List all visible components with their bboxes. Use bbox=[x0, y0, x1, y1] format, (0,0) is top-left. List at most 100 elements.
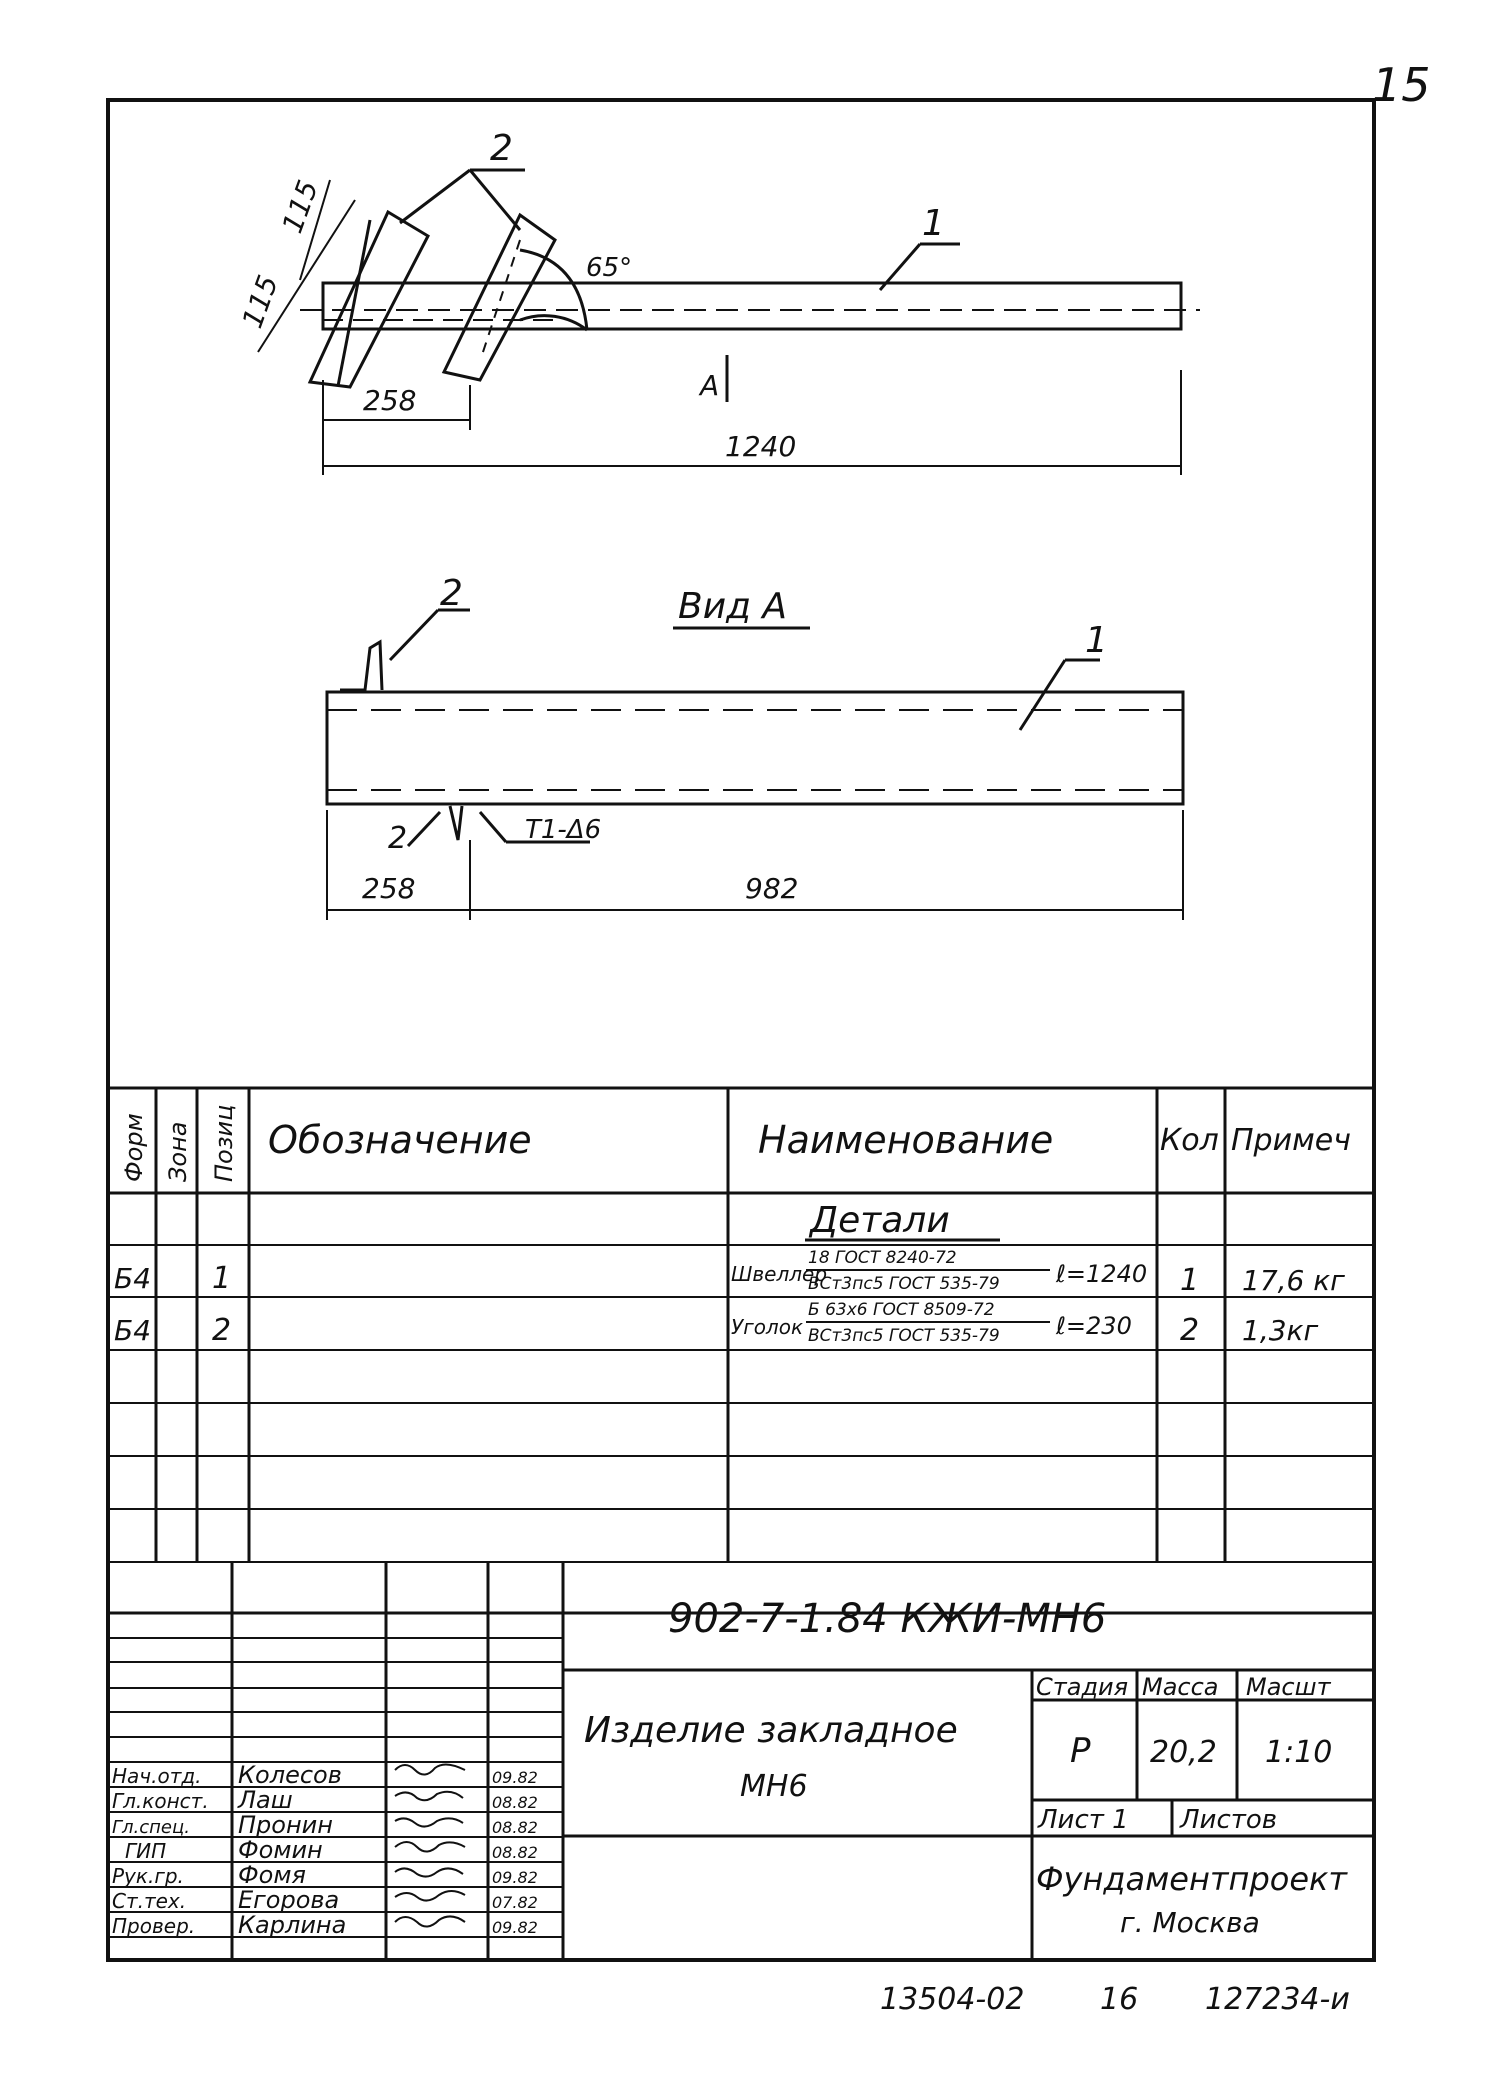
callout-2-view-top: 2 bbox=[440, 573, 463, 614]
view-a-labels: Вид А 2 1 2 Т1-Δ6 258 982 bbox=[362, 573, 1108, 905]
sheets-label: Листов bbox=[1179, 1805, 1277, 1835]
top-view-labels: 2 1 115 115 65° А 258 1240 bbox=[236, 128, 945, 463]
row2-format: Б4 bbox=[114, 1314, 151, 1347]
product-name-2: МН6 bbox=[740, 1769, 808, 1804]
header-qty: Кол bbox=[1160, 1123, 1219, 1158]
row1-qty: 1 bbox=[1180, 1263, 1199, 1298]
row1-note: 17,6 кг bbox=[1242, 1264, 1345, 1297]
callout-1-view: 1 bbox=[1085, 620, 1108, 661]
view-a-channel bbox=[325, 690, 1185, 806]
leader-2-view-top bbox=[388, 608, 440, 662]
drawing-code: 902-7-1.84 КЖИ-МН6 bbox=[668, 1596, 1106, 1642]
person-role-3: Гл.спец. bbox=[112, 1817, 190, 1838]
dim-115-ext bbox=[299, 179, 331, 281]
callout-2-view-bottom: 2 bbox=[388, 821, 407, 856]
leader-2a bbox=[399, 168, 471, 225]
weld-mark: Т1-Δ6 bbox=[525, 815, 601, 845]
person-date-6: 07.82 bbox=[492, 1893, 538, 1912]
view-marker-label: А bbox=[698, 369, 719, 402]
header-name: Наименование bbox=[758, 1118, 1053, 1162]
person-role-5: Рук.гр. bbox=[112, 1864, 184, 1888]
person-role-1: Нач.отд. bbox=[112, 1764, 202, 1788]
view-dim-982: 982 bbox=[745, 872, 798, 905]
top-view bbox=[257, 168, 1200, 475]
row1-name-prefix: Швеллер bbox=[731, 1262, 827, 1286]
archive-code: 13504-02 bbox=[880, 1982, 1025, 2017]
row2-name-prefix: Уголок bbox=[731, 1315, 803, 1339]
spec-table-grid bbox=[108, 1086, 1374, 1615]
angle-label: 65° bbox=[586, 253, 632, 283]
stage-header: Стадия bbox=[1036, 1673, 1128, 1701]
row1-length: ℓ=1240 bbox=[1055, 1260, 1147, 1288]
person-date-7: 09.82 bbox=[492, 1918, 538, 1937]
header-note: Примеч bbox=[1231, 1123, 1351, 1158]
title-block-text: 902-7-1.84 КЖИ-МН6 Изделие закладное МН6… bbox=[112, 1596, 1348, 1939]
row2-length: ℓ=230 bbox=[1055, 1312, 1132, 1340]
title-block-grid bbox=[108, 1562, 1374, 1960]
person-role-4: ГИП bbox=[125, 1839, 166, 1863]
row2-position: 2 bbox=[212, 1313, 231, 1348]
person-date-4: 08.82 bbox=[492, 1843, 538, 1862]
view-dim-258: 258 bbox=[362, 872, 415, 905]
leader-2b bbox=[468, 169, 522, 231]
person-name-4: Фомин bbox=[238, 1836, 323, 1864]
row2-note: 1,3кг bbox=[1242, 1314, 1318, 1347]
header-format: Форм bbox=[120, 1113, 148, 1182]
header-zone: Зона bbox=[164, 1122, 192, 1182]
dim-1240: 1240 bbox=[725, 430, 796, 463]
person-name-7: Карлина bbox=[238, 1911, 346, 1939]
angle-hidden-line bbox=[481, 239, 521, 356]
leader-1-view bbox=[1018, 659, 1067, 731]
dim-258-top: 258 bbox=[363, 384, 416, 417]
row2-name-top: Б 63х6 ГОСТ 8509-72 bbox=[808, 1300, 995, 1320]
angle-arc-outer bbox=[519, 248, 589, 331]
section-details: Детали bbox=[808, 1200, 950, 1241]
stage-value: Р bbox=[1070, 1731, 1091, 1771]
angle-piece-right bbox=[441, 212, 557, 382]
callout-2-top: 2 bbox=[490, 128, 513, 169]
spec-table-text: Форм Зона Позиц Обозначение Наименование… bbox=[114, 1105, 1351, 1348]
person-name-2: Лаш bbox=[237, 1786, 293, 1814]
person-date-2: 08.82 bbox=[492, 1793, 538, 1812]
person-date-5: 09.82 bbox=[492, 1868, 538, 1887]
header-position: Позиц bbox=[210, 1105, 238, 1182]
channel-beam bbox=[321, 281, 1183, 331]
sheet-frame bbox=[106, 98, 1376, 1962]
sheet-label: Лист 1 bbox=[1037, 1805, 1129, 1835]
header-designation: Обозначение bbox=[268, 1118, 532, 1162]
dim-115-b: 115 bbox=[276, 176, 325, 238]
person-name-5: Фомя bbox=[238, 1861, 306, 1889]
row1-name-top: 18 ГОСТ 8240-72 bbox=[808, 1248, 957, 1268]
leader-2-view-bottom bbox=[406, 810, 442, 848]
archive-sheet: 16 bbox=[1100, 1982, 1139, 2017]
angle-piece-left-edge bbox=[336, 219, 372, 387]
org-name: Фундаментпроект bbox=[1036, 1860, 1348, 1898]
row1-format: Б4 bbox=[114, 1262, 151, 1295]
person-role-2: Гл.конст. bbox=[112, 1789, 209, 1813]
mass-value: 20,2 bbox=[1150, 1735, 1217, 1770]
product-name-1: Изделие закладное bbox=[584, 1710, 958, 1751]
row1-position: 1 bbox=[212, 1261, 231, 1296]
angle-arc bbox=[519, 314, 588, 332]
signatures bbox=[394, 1763, 466, 1928]
page-number: 15 bbox=[1372, 58, 1431, 112]
org-city: г. Москва bbox=[1120, 1906, 1260, 1939]
row2-name-bottom: ВСт3пс5 ГОСТ 535-79 bbox=[808, 1326, 1000, 1346]
row1-name-bottom: ВСт3пс5 ГОСТ 535-79 bbox=[808, 1274, 1000, 1294]
angle-stub-top bbox=[340, 639, 384, 692]
leader-1 bbox=[878, 243, 922, 291]
row2-qty: 2 bbox=[1180, 1313, 1199, 1348]
angle-stub-bottom bbox=[448, 805, 464, 841]
weld-leader bbox=[478, 811, 508, 843]
person-role-7: Провер. bbox=[112, 1914, 195, 1938]
mass-header: Масса bbox=[1142, 1673, 1219, 1701]
view-a-title: Вид А bbox=[678, 586, 787, 627]
person-name-3: Пронин bbox=[238, 1811, 333, 1839]
scale-value: 1:10 bbox=[1265, 1735, 1332, 1770]
person-name-1: Колесов bbox=[238, 1761, 342, 1789]
view-a bbox=[325, 608, 1185, 920]
callout-1-top: 1 bbox=[922, 203, 945, 244]
angle-piece-left bbox=[307, 209, 430, 389]
